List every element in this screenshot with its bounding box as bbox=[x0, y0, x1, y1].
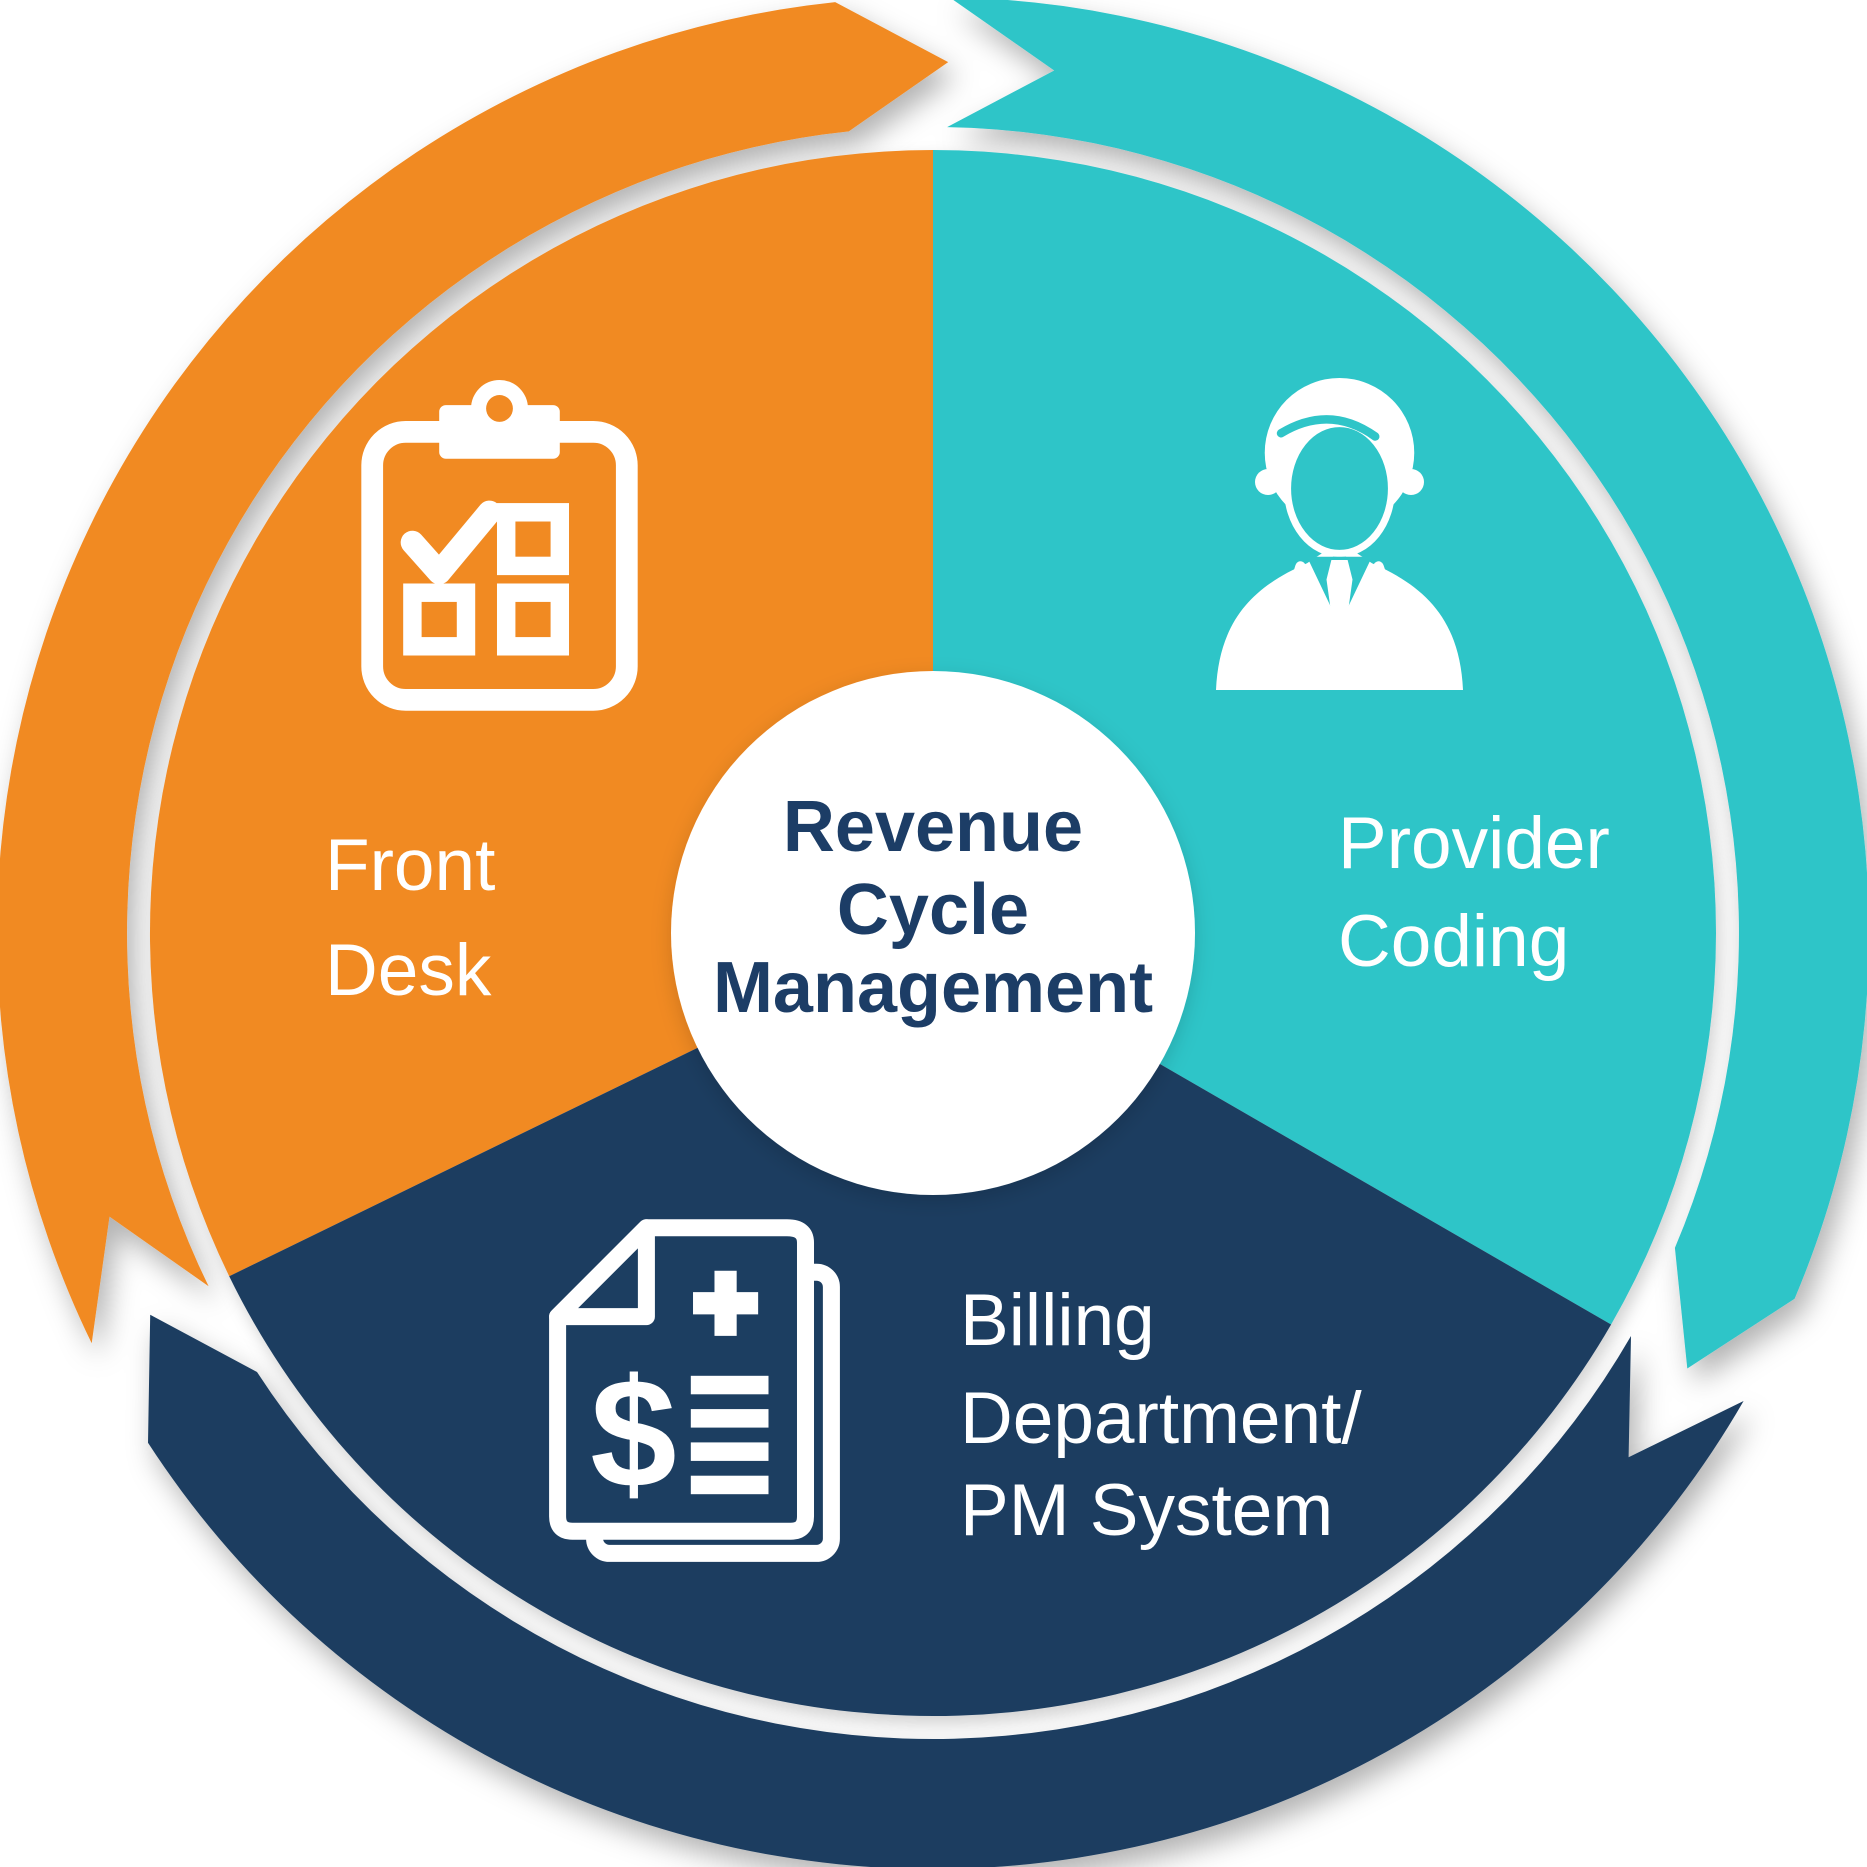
label-billing: Billing Department/ PM System bbox=[960, 1280, 1362, 1551]
stethoscope-tube-left bbox=[1269, 561, 1306, 653]
provider-coding-line2: Coding bbox=[1338, 901, 1569, 982]
center-title-line2: Cycle bbox=[837, 870, 1029, 950]
doctor-face bbox=[1283, 419, 1396, 558]
invoice-line-3 bbox=[690, 1442, 769, 1461]
checkbox-top-right bbox=[496, 503, 570, 576]
invoice-line-1 bbox=[690, 1375, 769, 1395]
invoice-line-2 bbox=[690, 1409, 769, 1428]
front-desk-line2: Desk bbox=[325, 930, 492, 1011]
doctor-hair-parting bbox=[1276, 415, 1380, 441]
medical-cross bbox=[693, 1270, 759, 1336]
doctor-tie bbox=[1326, 560, 1353, 638]
outer-arrow-billing bbox=[148, 1314, 1744, 1867]
label-provider-coding: Provider Coding bbox=[1338, 803, 1610, 982]
dollar-sign: $ bbox=[590, 1346, 676, 1520]
invoice-folded-corner bbox=[549, 1219, 655, 1326]
billing-line1: Billing bbox=[960, 1280, 1155, 1361]
checkmark bbox=[400, 500, 502, 585]
stethoscope-chestpiece bbox=[1258, 648, 1291, 680]
outer-arrow-provider-coding bbox=[947, 0, 1867, 1369]
checkbox-bottom-right bbox=[496, 583, 570, 656]
checkbox-bottom-left bbox=[403, 583, 476, 656]
stethoscope-tube-right bbox=[1344, 561, 1407, 673]
medical-invoice-icon: $ bbox=[549, 1219, 840, 1562]
doctor-ear-left bbox=[1255, 469, 1281, 495]
doctor-ear-right bbox=[1398, 469, 1424, 495]
front-desk-line1: Front bbox=[325, 825, 495, 906]
clipboard-checklist-icon bbox=[361, 379, 638, 711]
center-title-line3: Management bbox=[713, 948, 1153, 1028]
clipboard-clip-hole bbox=[486, 395, 513, 422]
center-circle bbox=[671, 671, 1195, 1195]
billing-line3: PM System bbox=[960, 1470, 1333, 1551]
center-title: Revenue Cycle Management bbox=[713, 787, 1153, 1028]
billing-line2: Department/ bbox=[960, 1378, 1362, 1459]
outer-arrow-front-desk bbox=[0, 2, 949, 1344]
provider-coding-line1: Provider bbox=[1338, 803, 1610, 884]
center-title-line1: Revenue bbox=[783, 787, 1083, 867]
doctor-icon bbox=[1216, 378, 1463, 690]
invoice-line-4 bbox=[690, 1475, 769, 1495]
label-front-desk: Front Desk bbox=[325, 825, 495, 1011]
